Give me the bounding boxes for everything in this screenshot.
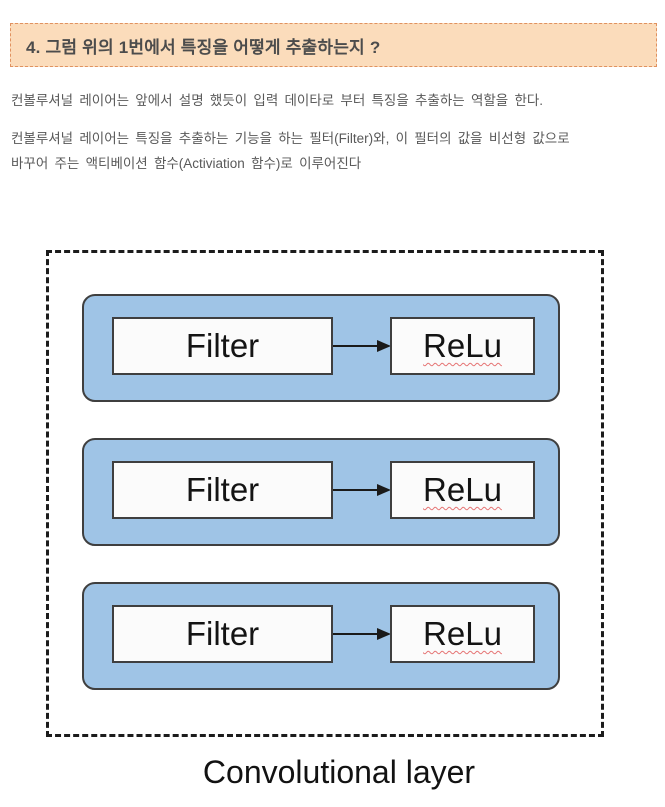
filter-label: Filter	[185, 327, 260, 364]
relu-label: ReLu	[423, 327, 502, 364]
relu-label: ReLu	[423, 615, 502, 652]
right-arrow-icon	[333, 484, 391, 496]
paragraph-intro: 컨볼루셔널 레이어는 앞에서 설명 했듯이 입력 데이타로 부터 특징을 추출하…	[11, 93, 544, 108]
section-heading-title: 4. 그럼 위의 1번에서 특징을 어떻게 추출하는지 ?	[26, 37, 381, 57]
paragraph-filter-activation: 컨볼루셔널 레이어는 특징을 추출하는 기능을 하는 필터(Filter)와, …	[11, 126, 656, 176]
section-heading-box: 4. 그럼 위의 1번에서 특징을 어떻게 추출하는지 ?	[10, 23, 657, 67]
relu-box: ReLu	[390, 461, 535, 519]
paragraph-line-2: 바꾸어 주는 액티베이션 함수(Activiation 함수)로 이루어진다	[11, 156, 362, 171]
filter-label: Filter	[185, 615, 260, 652]
filter-box: Filter	[112, 461, 333, 519]
conv-block-2: Filter ReLu	[82, 438, 560, 546]
paragraph-line-1: 컨볼루셔널 레이어는 특징을 추출하는 기능을 하는 필터(Filter)와, …	[11, 131, 570, 146]
relu-label: ReLu	[423, 471, 502, 508]
filter-box: Filter	[112, 605, 333, 663]
filter-box: Filter	[112, 317, 333, 375]
filter-label: Filter	[185, 471, 260, 508]
conv-block-3: Filter ReLu	[82, 582, 560, 690]
diagram-caption: Convolutional layer	[202, 754, 476, 790]
convolutional-layer-diagram: Filter ReLu Filter ReLu Fi	[46, 250, 604, 737]
conv-block-1: Filter ReLu	[82, 294, 560, 402]
right-arrow-icon	[333, 340, 391, 352]
relu-box: ReLu	[390, 605, 535, 663]
relu-box: ReLu	[390, 317, 535, 375]
right-arrow-icon	[333, 628, 391, 640]
